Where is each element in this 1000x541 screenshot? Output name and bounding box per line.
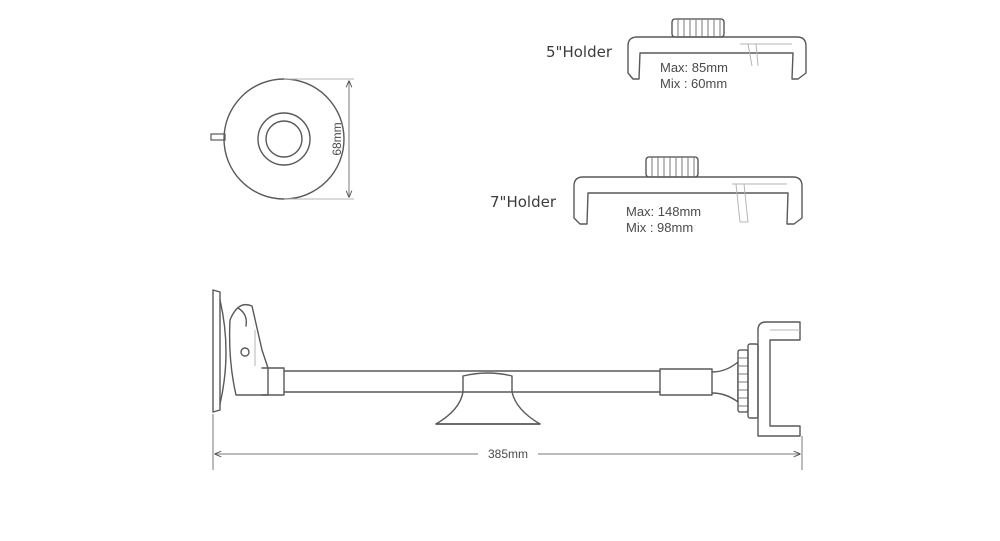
mount-holder-plate xyxy=(747,343,759,419)
suction-cup-top-view: 68mm xyxy=(210,78,354,200)
cup-outer-ring xyxy=(223,78,345,200)
holder-7-knob xyxy=(645,156,699,178)
mount-center-foot xyxy=(435,391,541,425)
mount-neck xyxy=(711,361,739,403)
mount-elbow xyxy=(261,367,285,396)
mount-holder-knob xyxy=(737,349,749,413)
mount-lever-pivot xyxy=(240,347,250,357)
holder-5-title: 5"Holder xyxy=(546,43,613,61)
holder-5-knob xyxy=(671,18,725,38)
holder-5-frame xyxy=(627,36,807,80)
cup-release-tab xyxy=(210,133,226,141)
holder-7-max-spec: Max: 148mm xyxy=(626,204,701,219)
holder-7-drawing: 7"Holder Max: 148mm Mix : 98mm xyxy=(490,156,803,235)
cup-inner-ring xyxy=(265,120,303,158)
mount-side-view: 385mm xyxy=(212,289,803,470)
cup-diameter-label: 68mm xyxy=(330,122,344,155)
mount-length-label: 385mm xyxy=(488,447,528,461)
mount-holder-clip xyxy=(757,321,801,437)
mount-suction-disk xyxy=(212,289,221,413)
holder-5-max-spec: Max: 85mm xyxy=(660,60,728,75)
mount-arm-sleeve xyxy=(659,368,713,396)
holder-7-title: 7"Holder xyxy=(490,193,557,211)
holder-7-min-spec: Mix : 98mm xyxy=(626,220,693,235)
holder-5-min-spec: Mix : 60mm xyxy=(660,76,727,91)
cup-mid-ring xyxy=(257,112,311,166)
holder-5-drawing: 5"Holder Max: 85mm Mix : 60mm xyxy=(546,18,807,91)
mount-center-post xyxy=(462,372,513,393)
holder-7-frame xyxy=(573,176,803,225)
mount-lever-base xyxy=(228,303,269,396)
